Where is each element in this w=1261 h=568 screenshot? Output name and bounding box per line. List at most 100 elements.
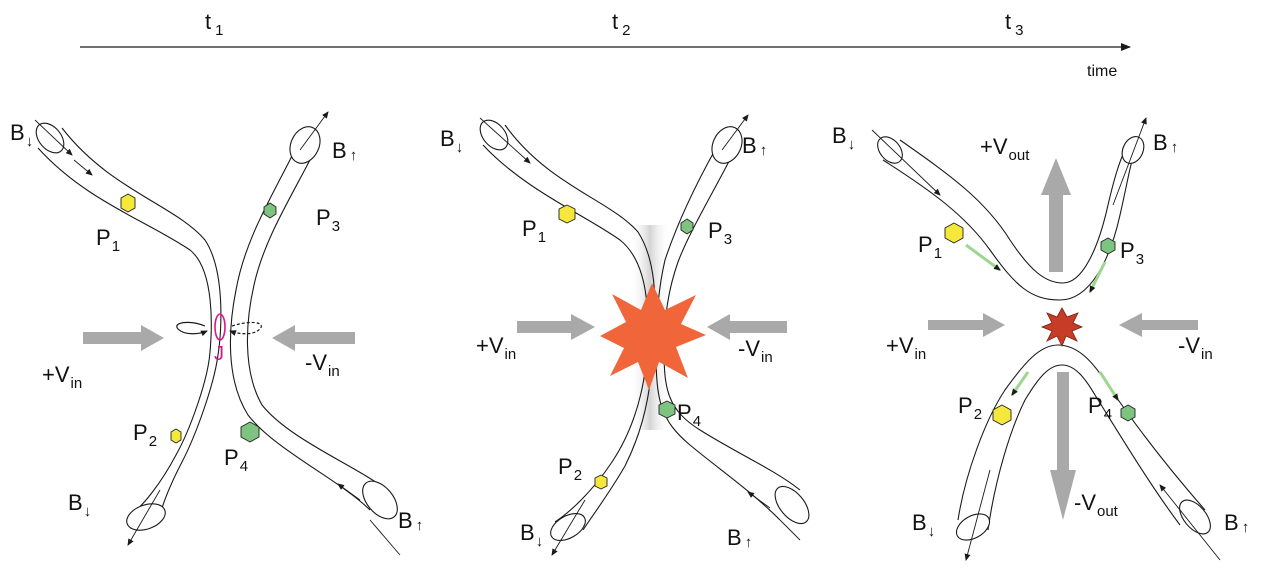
flux-tube-left-inner	[61, 127, 222, 523]
label-b-down: B↓	[10, 120, 33, 150]
particle-p4	[658, 400, 676, 419]
tube-end-top-right	[1121, 136, 1145, 164]
label-vin-plus: +Vin	[42, 362, 82, 392]
tube-end-bottom-right	[1179, 499, 1211, 535]
tube-end-top-left	[479, 119, 509, 151]
field-line-arrow	[1159, 484, 1221, 561]
tube-end-bottom-right	[774, 485, 810, 525]
flux-tube-left-outer	[37, 147, 212, 513]
particle-p1	[120, 193, 136, 213]
label-p1: P1	[918, 232, 942, 262]
flux-tube-lower-inner	[987, 364, 1181, 531]
particle-p2	[992, 404, 1012, 426]
field-line	[369, 519, 401, 556]
label-p2: P2	[558, 454, 582, 484]
label-b-down: B↓	[912, 510, 935, 540]
outflow-trace	[1010, 371, 1030, 396]
outflow-trace	[1088, 261, 1107, 293]
current-label: J	[214, 343, 224, 365]
label-p3: P3	[708, 218, 732, 248]
field-line-arrow	[721, 114, 749, 151]
label-b-up: B↑	[398, 508, 423, 534]
particle-p3	[1100, 237, 1116, 255]
current-swirl-right	[229, 321, 262, 336]
outflow-arrow-up	[1041, 158, 1071, 272]
tube-end-bottom-left	[955, 513, 991, 541]
tube-end-top-left	[877, 136, 903, 164]
field-line-arrow	[479, 117, 531, 164]
outflow-trace	[965, 243, 1001, 272]
tube-end-top-right	[289, 126, 321, 164]
label-vout-minus: -Vout	[1074, 490, 1119, 520]
label-p4: P4	[677, 400, 701, 430]
label-b-down: B↓	[68, 490, 91, 520]
panel-t3: B↓ B↑ +Vout P1 P3 +Vin -Vin P2 P4 -Vout …	[832, 117, 1249, 561]
panel-t2: B↓ B↑ P1 P3 +Vin -Vin P4 P2 B↓ B↑	[440, 114, 810, 556]
inflow-arrow-right	[707, 314, 787, 340]
field-line-arrow	[127, 489, 161, 546]
reconnection-burst	[1040, 307, 1084, 347]
flux-tube-right-inner	[246, 139, 391, 493]
inflow-arrow-left	[83, 325, 164, 351]
field-line-arrow	[1112, 117, 1147, 206]
current-loop	[214, 313, 226, 341]
particle-p4	[240, 421, 260, 443]
field-line-arrow	[551, 499, 586, 556]
particle-p2	[594, 474, 608, 490]
reconnection-burst	[600, 283, 706, 390]
inflow-arrow-left	[517, 314, 595, 340]
time-axis-label: time	[1087, 63, 1117, 80]
label-vin-minus: -Vin	[1178, 333, 1213, 363]
label-p1: P1	[522, 216, 546, 246]
label-b-down: B↓	[440, 126, 463, 156]
label-p2: P2	[958, 393, 982, 423]
label-p4: P4	[1088, 393, 1112, 423]
tube-end-top-right	[711, 126, 743, 164]
label-p3: P3	[1120, 238, 1144, 268]
inflow-arrow-left	[928, 313, 1005, 337]
label-b-up: B↑	[1224, 510, 1249, 536]
tube-end-bottom-left	[550, 512, 586, 542]
field-line-arrow	[964, 469, 991, 561]
panel-t1: J B↓ B↑ P1 P3 +Vin -Vin P2 P4 B↓ B↑	[10, 111, 423, 556]
label-b-down: B↓	[520, 520, 543, 550]
inflow-arrow-right	[1119, 313, 1198, 337]
label-b-up: B↑	[332, 138, 357, 164]
tube-end-top-left	[35, 122, 65, 154]
flux-tube-upper-inner	[899, 139, 1128, 284]
label-vin-minus: -Vin	[738, 336, 773, 366]
label-p3: P3	[316, 205, 340, 235]
flux-tube-right-outer	[229, 149, 371, 511]
flux-tube-upper-outer	[882, 149, 1136, 301]
field-line	[779, 519, 801, 541]
label-p1: P1	[96, 225, 120, 255]
outflow-trace	[1098, 371, 1120, 401]
label-b-up: B↑	[727, 525, 752, 551]
field-line-arrow	[34, 119, 73, 156]
tube-end-bottom-left	[126, 503, 166, 531]
label-vin-minus: -Vin	[305, 350, 340, 380]
field-line-arrow	[337, 483, 361, 501]
particle-p4	[1120, 404, 1136, 422]
particle-p1	[558, 204, 576, 224]
label-b-down: B↓	[832, 123, 855, 153]
current-swirl-left	[176, 321, 208, 337]
particle-p2	[170, 428, 182, 444]
label-vin-plus: +Vin	[886, 333, 926, 363]
field-line-arrow	[747, 491, 771, 509]
field-line-arrow	[871, 129, 941, 196]
tube-end-bottom-right	[362, 480, 398, 520]
field-line-arrow	[73, 159, 93, 176]
label-p2: P2	[133, 420, 157, 450]
outflow-arrow-down	[1050, 372, 1076, 520]
particle-p1	[944, 222, 964, 244]
field-line-arrow	[299, 111, 329, 151]
label-vin-plus: +Vin	[476, 333, 516, 363]
particle-p3	[680, 218, 694, 235]
inflow-arrow-right	[272, 325, 355, 351]
label-p4: P4	[224, 445, 248, 475]
